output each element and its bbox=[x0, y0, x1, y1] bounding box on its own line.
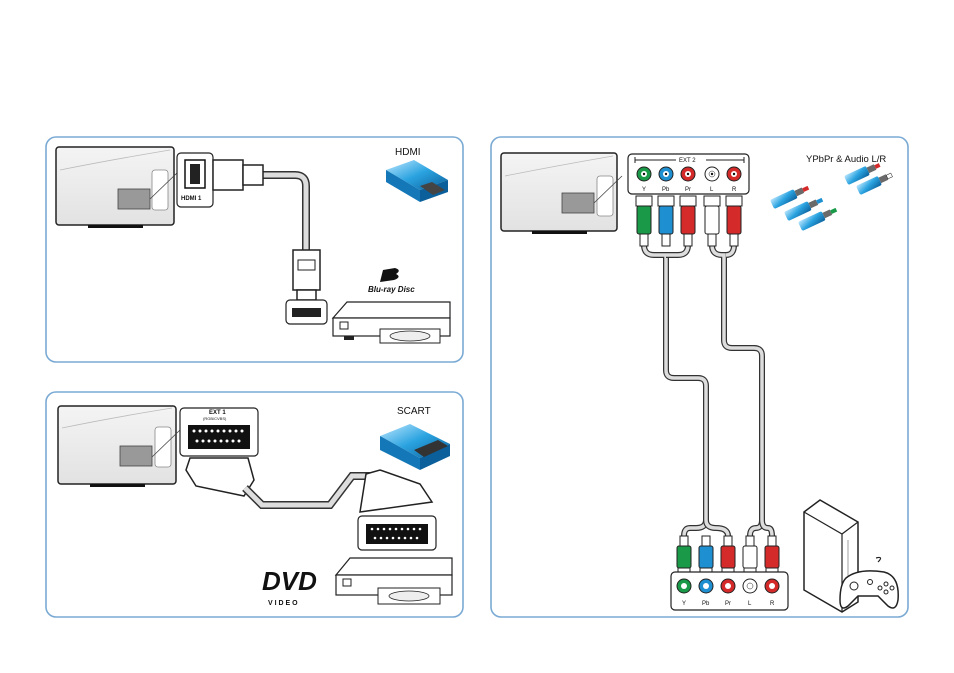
scart-port-sublabel: (RGB/CVBS) bbox=[203, 416, 227, 421]
ext2-port-strip: EXT 2 Y Pb Pr L R bbox=[627, 153, 750, 195]
tv-port-l: L bbox=[710, 187, 714, 193]
scart-port-label: EXT 1 bbox=[209, 410, 226, 416]
tv-port-pb: Pb bbox=[662, 187, 670, 193]
device-port-pb: Pb bbox=[702, 601, 710, 607]
scart-port-tv: EXT 1 (RGB/CVBS) bbox=[179, 407, 259, 457]
hdmi-title: HDMI bbox=[395, 147, 421, 158]
ypbpr-cable bbox=[641, 244, 731, 537]
tv-port-r: R bbox=[732, 187, 737, 193]
scart-title: SCART bbox=[397, 406, 431, 417]
tv-icon bbox=[55, 146, 179, 228]
device-port-r: R bbox=[770, 601, 775, 607]
gamepad-icon bbox=[839, 556, 899, 609]
scart-plug-tv bbox=[185, 457, 255, 497]
ypbpr-panel: EXT 2 Y Pb Pr L R bbox=[490, 136, 909, 618]
disc-player-icon bbox=[331, 301, 451, 344]
dvd-logo: DVD V I D E O bbox=[262, 566, 317, 607]
device-port-pr: Pr bbox=[725, 601, 731, 607]
bluray-logo-text: Blu-ray Disc bbox=[368, 285, 415, 294]
rca-plugs-top bbox=[635, 195, 743, 247]
scart-connector-icon bbox=[380, 424, 450, 470]
disc-player-icon bbox=[334, 557, 453, 605]
dvd-logo-sub: V I D E O bbox=[268, 600, 298, 607]
hdmi-connector-icon bbox=[386, 160, 448, 202]
rca-connectors-icon bbox=[770, 163, 893, 231]
scart-panel: EXT 1 (RGB/CVBS) bbox=[45, 391, 464, 618]
device-port-y: Y bbox=[682, 601, 686, 607]
scart-plug-player bbox=[357, 469, 437, 551]
hdmi-port-label: HDMI 1 bbox=[181, 196, 202, 202]
bluray-logo: Blu-ray Disc bbox=[368, 268, 415, 294]
tv-icon bbox=[500, 152, 623, 234]
device-port-l: L bbox=[748, 601, 752, 607]
hdmi-plug-player bbox=[285, 249, 328, 325]
dvd-logo-text: DVD bbox=[262, 566, 317, 596]
hdmi-port: HDMI 1 bbox=[176, 152, 214, 208]
tv-icon bbox=[57, 405, 181, 487]
audio-cable bbox=[709, 244, 775, 537]
device-port-strip: Y Pb Pr L R bbox=[670, 571, 789, 611]
tv-port-y: Y bbox=[642, 187, 646, 193]
hdmi-panel: HDMI 1 Blu-ray Disc bbox=[45, 136, 464, 363]
tv-port-pr: Pr bbox=[685, 187, 691, 193]
ypbpr-title: YPbPr & Audio L/R bbox=[806, 154, 886, 165]
hdmi-plug-tv bbox=[212, 159, 264, 191]
ext2-label: EXT 2 bbox=[679, 158, 696, 164]
